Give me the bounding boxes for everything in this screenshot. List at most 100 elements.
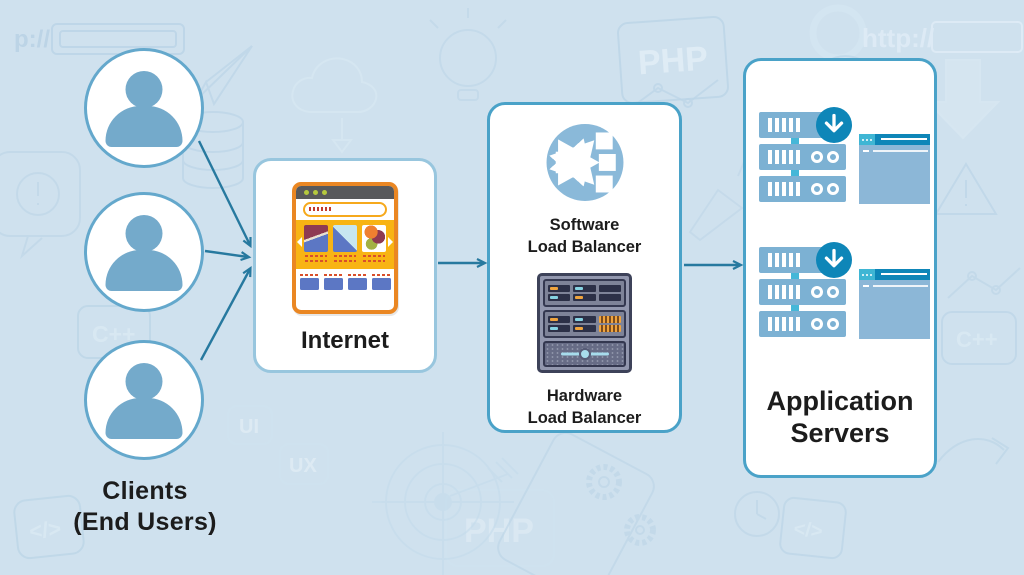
- port-ring-icon: [827, 183, 839, 195]
- doodle-magnifier-icon: [809, 4, 867, 62]
- doodle-ui-text: UI: [239, 416, 259, 438]
- browser-dots-icon: [304, 190, 309, 195]
- download-arrow-icon: [824, 113, 844, 133]
- download-badge: [816, 242, 852, 278]
- port-ring-icon: [827, 151, 839, 163]
- application-servers-label: Application Servers: [746, 386, 934, 450]
- port-ring-icon: [811, 318, 823, 330]
- browser-carousel: [296, 220, 394, 269]
- app-window-dots-icon: [859, 134, 875, 145]
- doodle-php-card-top: PHP: [617, 16, 729, 104]
- app-window-body: [859, 145, 930, 204]
- doodle-ux-text: UX: [289, 455, 317, 477]
- browser-card-image: [304, 225, 328, 263]
- browser-card-circles: [362, 225, 386, 263]
- application-servers-label-line1: Application: [766, 386, 914, 416]
- browser-button: [347, 274, 367, 290]
- port-ring-icon: [811, 286, 823, 298]
- server-connector: [791, 305, 799, 311]
- app-window-dots-icon: [859, 269, 875, 280]
- user-icon: [125, 71, 163, 108]
- app-window-icon: [859, 134, 930, 204]
- server-led-bars: [768, 182, 802, 196]
- browser-card-triangle: [333, 225, 357, 263]
- browser-button: [299, 274, 319, 290]
- rack-slot: [573, 325, 596, 333]
- rack-slot: [548, 316, 571, 324]
- hardware-lb-label-line1: Hardware: [546, 387, 623, 406]
- rack-slot-grid: [598, 316, 621, 324]
- server-led-bars: [768, 317, 802, 331]
- doodle-cloud-left-icon: [291, 57, 378, 154]
- port-ring-icon: [811, 151, 823, 163]
- doodle-php-top-text: PHP: [637, 40, 709, 83]
- rack-slot: [548, 294, 571, 302]
- doodle-paper-plane-icon: [195, 45, 253, 107]
- rack-slot: [573, 294, 596, 302]
- doodle-cpp-bubble-right: C++: [941, 311, 1017, 365]
- rack-slot-grid: [598, 325, 621, 333]
- rack-row: [548, 316, 621, 324]
- doodle-download-arrow-icon: [925, 59, 1001, 140]
- app-window-icon: [859, 269, 930, 339]
- browser-button-row: [296, 269, 394, 302]
- doodle-warning-icon: [934, 162, 998, 215]
- rack-unit: [543, 279, 626, 308]
- doodle-code-right-text: </>: [793, 518, 824, 543]
- doodle-url-rect: [51, 23, 185, 55]
- port-ring-icon: [811, 183, 823, 195]
- server-connector: [791, 273, 799, 279]
- software-lb-label: Software Load Balancer: [528, 215, 642, 259]
- doodle-ui-bubble: UI: [227, 405, 273, 445]
- internet-label: Internet: [300, 327, 389, 354]
- user-icon: [125, 215, 163, 252]
- download-arrow-icon: [824, 248, 844, 268]
- rack-slot: [573, 285, 596, 293]
- rack-row: [548, 325, 621, 333]
- server-led-bars: [768, 118, 802, 132]
- server-ports: [811, 151, 839, 163]
- app-window-title-lines: [875, 134, 930, 145]
- server-unit: [759, 311, 846, 337]
- doodle-clock-icon: [734, 491, 780, 537]
- rack-slot: [548, 325, 571, 333]
- doodle-chart-right-icon: [947, 267, 1021, 299]
- doodle-php-bubble-bottom: PHP: [445, 489, 555, 567]
- hardware-lb-label: Hardware Load Balancer: [528, 386, 642, 430]
- browser-button: [323, 274, 343, 290]
- server-cluster: [759, 242, 931, 347]
- client-avatar: [84, 192, 204, 312]
- software-load-balancer-icon: [546, 124, 623, 201]
- app-window-titlebar: [859, 134, 930, 145]
- browser-button: [371, 274, 391, 290]
- doodle-cpp-right-text: C++: [956, 327, 998, 352]
- app-window-title-lines: [875, 269, 930, 280]
- doodle-tablet-gears-icon: [497, 431, 656, 575]
- user-icon-body: [105, 106, 183, 147]
- doodle-code-bubble-right: </>: [779, 496, 847, 560]
- user-icon-body: [105, 250, 183, 291]
- browser-search-scribble: [309, 207, 331, 211]
- server-unit: [759, 279, 846, 305]
- software-lb-label-line2: Load Balancer: [527, 237, 642, 256]
- server-cluster: [759, 107, 931, 212]
- user-icon-body: [105, 398, 183, 439]
- rack-unit: [543, 310, 626, 339]
- doodle-lightbulb-icon: [429, 8, 507, 101]
- doodle-code-bubble-left: </>: [13, 494, 85, 560]
- clients-label-line1: Clients: [102, 477, 188, 505]
- rack-slot: [548, 285, 571, 293]
- doodle-code-left-text: </>: [28, 516, 62, 544]
- application-servers-panel: Application Servers: [743, 58, 937, 478]
- server-led-bars: [768, 253, 802, 267]
- doodle-arrow-curve-icon: [937, 437, 1010, 465]
- rack-row: [548, 285, 621, 293]
- server-unit: [759, 144, 846, 170]
- server-led-bars: [768, 150, 802, 164]
- doodle-http-text: http://: [862, 23, 934, 53]
- rack-slot: [598, 294, 621, 302]
- rack-slot: [573, 316, 596, 324]
- browser-illustration: [292, 182, 398, 314]
